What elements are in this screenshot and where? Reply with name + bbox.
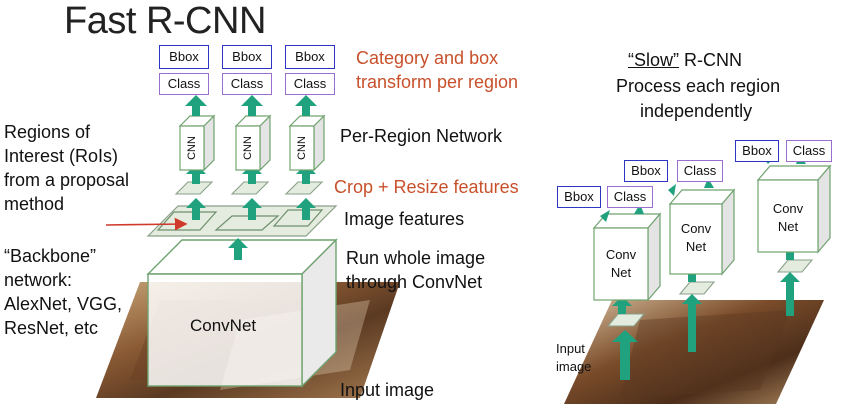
- per-region-label: Per-Region Network: [340, 126, 503, 146]
- class-head-label: Class: [293, 76, 327, 91]
- slow-input-label-line2: image: [556, 359, 592, 374]
- page-title: Fast R-CNN: [64, 0, 266, 42]
- slow-crop-planes: [606, 259, 814, 327]
- roi-pointer-arrow: [105, 217, 188, 231]
- slow-subtitle-line2: independently: [640, 101, 753, 121]
- slow-conv-label-2: Conv Net: [670, 220, 722, 256]
- slow-title-word: “Slow”: [628, 50, 680, 70]
- backbone-label-line1: “Backbone”: [4, 246, 97, 266]
- bbox-head-2: Bbox: [222, 45, 272, 69]
- slow-class-label: Class: [683, 163, 717, 178]
- roi-rect-3: [272, 209, 324, 227]
- class-head-1: Class: [159, 73, 209, 95]
- convnet-label: ConvNet: [190, 316, 257, 335]
- slow-bbox-head-2: Bbox: [624, 160, 668, 182]
- cnn-label-3-wrap: CNN: [290, 126, 314, 170]
- image-features-label: Image features: [344, 209, 465, 229]
- rois-label-line2: Interest (RoIs): [4, 146, 119, 166]
- slow-conv-cube-2: [668, 188, 736, 276]
- slow-input-image-texture: [620, 310, 790, 398]
- category-label-line1: Category and box: [356, 48, 499, 68]
- slow-bbox-head-1: Bbox: [557, 186, 601, 208]
- cnn-label: CNN: [296, 136, 308, 160]
- slow-class-head-3: Class: [786, 140, 832, 162]
- slow-conv-label-line2: Net: [685, 239, 707, 254]
- slow-conv-label-line1: Conv: [680, 221, 712, 236]
- slow-input-arrow: [612, 330, 638, 380]
- convnet-front-face: [147, 273, 303, 387]
- slow-conv-label-1: Conv Net: [594, 246, 648, 282]
- cnn-label-1-wrap: CNN: [180, 126, 204, 170]
- slow-conv-label-line1: Conv: [772, 201, 804, 216]
- slow-input-label-line1: Input: [556, 341, 585, 356]
- slow-title: “Slow” R-CNN: [628, 48, 742, 72]
- crop-label: Crop + Resize features: [334, 177, 519, 197]
- cnn-label: CNN: [186, 136, 198, 160]
- slow-conv-cube-3: [756, 164, 832, 254]
- roi-rect-2: [214, 215, 280, 231]
- slow-class-label: Class: [613, 189, 647, 204]
- category-label-line2: transform per region: [356, 72, 519, 92]
- rois-label-line4: method: [4, 194, 65, 214]
- class-head-2: Class: [222, 73, 272, 95]
- slow-title-rest: R-CNN: [679, 50, 743, 70]
- cnn-cube-2: [234, 114, 272, 172]
- slow-subtitle-line1: Process each region: [616, 76, 781, 96]
- slow-bbox-label: Bbox: [742, 143, 772, 158]
- backbone-label-line4: ResNet, etc: [4, 318, 99, 338]
- slow-bbox-head-3: Bbox: [735, 140, 779, 162]
- rois-label-line3: from a proposal: [4, 170, 130, 190]
- slow-input-label: Input image: [556, 340, 591, 376]
- slow-conv-cube-1: [592, 212, 662, 302]
- rois-label-line1: Regions of: [4, 122, 91, 142]
- arrows-features-to-crop: [186, 198, 316, 220]
- slow-conv-label-3: Conv Net: [758, 200, 818, 236]
- slow-arrows-to-crop: [682, 272, 800, 352]
- bbox-head-label: Bbox: [295, 49, 325, 64]
- run-label-line1: Run whole image: [346, 248, 486, 268]
- slow-bbox-label: Bbox: [564, 189, 594, 204]
- cnn-label: CNN: [242, 136, 254, 160]
- backbone-label-line2: network:: [4, 270, 73, 290]
- input-image-label: Input image: [340, 380, 435, 400]
- slow-class-head-2: Class: [677, 160, 723, 182]
- slow-conv-label-line2: Net: [777, 219, 799, 234]
- cnn-cube-3: [288, 114, 326, 172]
- cnn-label-2-wrap: CNN: [236, 126, 260, 170]
- class-head-label: Class: [230, 76, 264, 91]
- slow-class-head-1: Class: [607, 186, 653, 208]
- slow-conv-label-line1: Conv: [605, 247, 637, 262]
- bbox-head-3: Bbox: [285, 45, 335, 69]
- cnn-cube-1: [178, 114, 216, 172]
- slow-bbox-label: Bbox: [631, 163, 661, 178]
- crop-planes: [174, 181, 324, 195]
- slow-class-label: Class: [792, 143, 826, 158]
- run-label-line2: through ConvNet: [346, 272, 483, 292]
- backbone-label-line3: AlexNet, VGG,: [4, 294, 123, 314]
- bbox-head-label: Bbox: [169, 49, 199, 64]
- bbox-head-label: Bbox: [232, 49, 262, 64]
- class-head-3: Class: [285, 73, 335, 95]
- arrows-cnn-to-class: [185, 95, 317, 116]
- slow-conv-label-line2: Net: [610, 265, 632, 280]
- arrow-backbone-to-features: [228, 238, 248, 260]
- bbox-head-1: Bbox: [159, 45, 209, 69]
- class-head-label: Class: [167, 76, 201, 91]
